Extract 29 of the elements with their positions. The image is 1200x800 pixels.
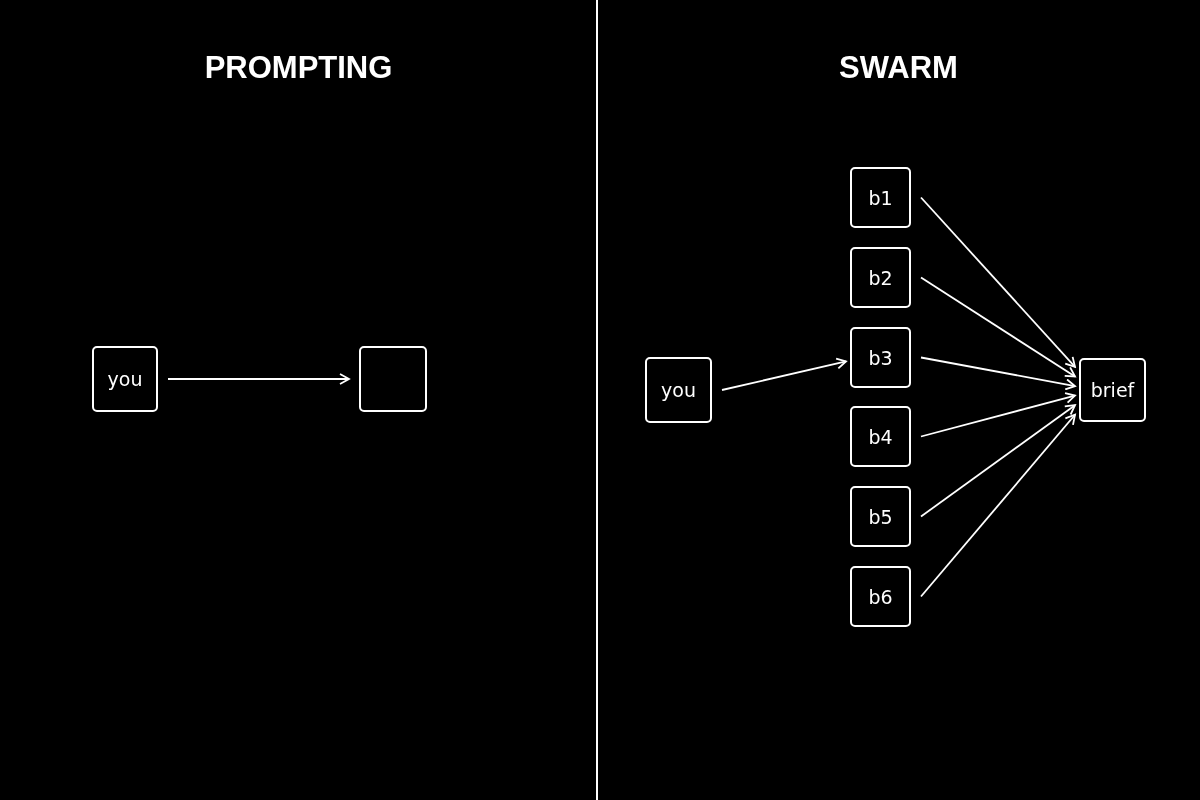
arrow — [920, 276, 1076, 378]
node-label: b6 — [868, 585, 893, 608]
process-box — [850, 406, 911, 467]
arrow — [721, 357, 847, 391]
arrow — [920, 392, 1076, 438]
process-box — [850, 566, 911, 627]
process-box — [1079, 358, 1146, 422]
node-label: you — [107, 368, 143, 390]
process-box — [850, 247, 911, 308]
arrow — [167, 373, 350, 385]
node-label: you — [661, 379, 696, 401]
process-box — [645, 357, 712, 423]
section-heading: SWARM — [838, 50, 959, 86]
process-box — [850, 327, 911, 388]
node-label: b3 — [868, 346, 893, 369]
node-label: b5 — [868, 505, 893, 528]
empty-box — [359, 346, 427, 412]
node-label: b1 — [868, 186, 893, 209]
arrow — [920, 413, 1076, 598]
process-box — [850, 167, 911, 228]
arrow — [920, 404, 1076, 518]
arrow — [920, 356, 1076, 391]
node-label: b4 — [868, 425, 893, 448]
node-label: brief — [1090, 379, 1135, 401]
process-box — [92, 346, 158, 412]
arrow — [920, 196, 1076, 368]
node-label: b2 — [868, 266, 893, 289]
process-box — [850, 486, 911, 547]
section-heading: PROMPTING — [203, 50, 394, 86]
